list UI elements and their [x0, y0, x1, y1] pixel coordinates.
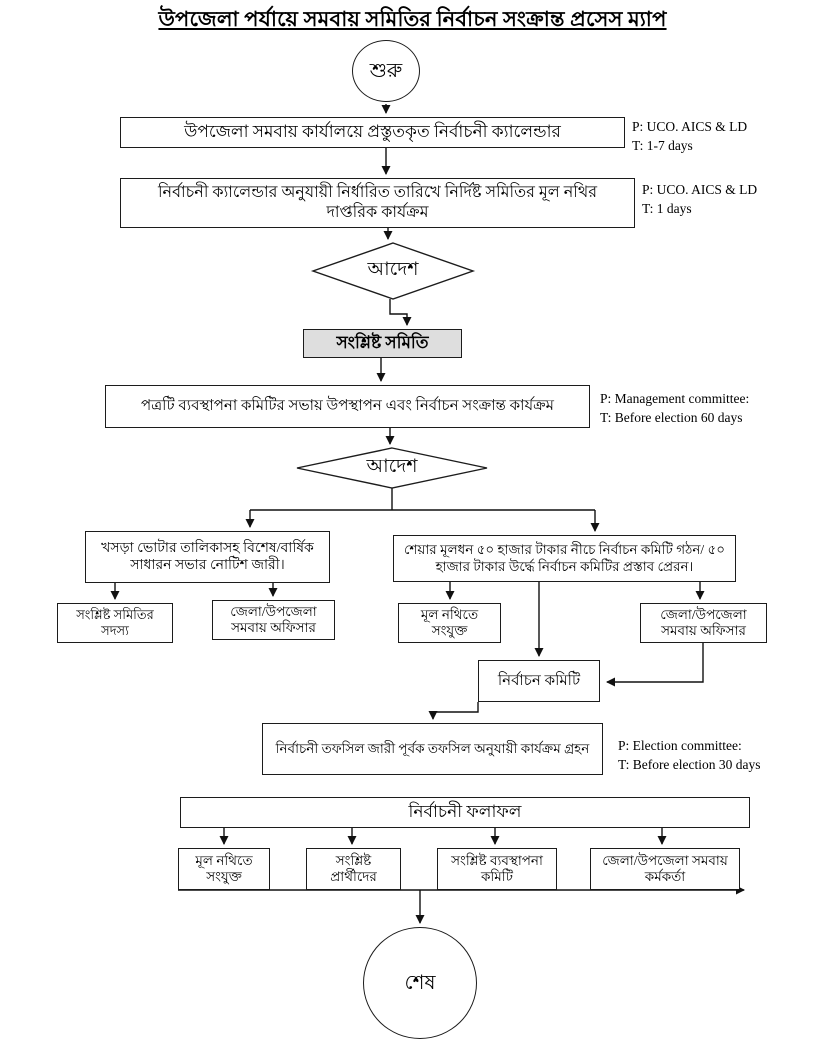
flow-box-related-society: সংশ্লিষ্ট সমিতি — [303, 329, 462, 358]
flow-box-result-coop-officer: জেলা/উপজেলা সমবায় কর্মকর্তা — [590, 848, 740, 890]
annotation-time: T: Before election 30 days — [618, 756, 761, 772]
annotation-schedule: P: UCO. AICS & LD T: 1 days — [642, 181, 757, 219]
connector-officer-to-committee — [606, 643, 704, 687]
flow-box-result-main-file: মূল নথিতে সংযুক্ত — [178, 848, 270, 890]
decision-order2-shape — [296, 447, 488, 489]
decision-order1-label: আদেশ — [367, 259, 419, 280]
flow-box-share-capital: শেয়ার মূলধন ৫০ হাজার টাকার নীচে নির্বাচ… — [393, 535, 736, 582]
flow-box-coop-officer-left: জেলা/উপজেলা সমবায় অফিসার — [212, 600, 335, 640]
page-title: উপজেলা পর্যায়ে সমবায় সমিতির নির্বাচন স… — [158, 7, 667, 31]
annotation-time: T: 1 days — [642, 200, 692, 216]
annotation-time: T: 1-7 days — [632, 137, 693, 153]
flow-box-society-members: সংশ্লিষ্ট সমিতির সদস্য — [57, 603, 173, 643]
annotation-management-committee: P: Management committee: T: Before elect… — [600, 390, 749, 428]
flow-box-schedule-issue: নির্বাচনী তফসিল জারী পূর্বক তফসিল অনুযায… — [262, 723, 603, 775]
connector-committee-to-schedule-issue — [428, 702, 479, 720]
flow-box-result-candidates: সংশ্লিষ্ট প্রার্থীদের — [306, 848, 401, 890]
annotation-person: P: UCO. AICS & LD — [642, 182, 758, 197]
start-terminator: শুরু — [352, 40, 420, 102]
flow-box-attach-main-file: মূল নথিতে সংযুক্ত — [398, 603, 501, 643]
annotation-calendar: P: UCO. AICS & LD T: 1-7 days — [632, 118, 747, 156]
connector-order1-to-society — [389, 299, 412, 326]
annotation-election-committee: P: Election committee: T: Before electio… — [618, 737, 761, 775]
flow-box-election-committee: নির্বাচন কমিটি — [478, 660, 600, 702]
annotation-person: P: Election committee: — [618, 738, 742, 753]
annotation-person: P: UCO. AICS & LD — [632, 119, 748, 134]
flow-box-election-results: নির্বাচনী ফলাফল — [180, 797, 750, 828]
decision-order1-shape — [310, 242, 476, 300]
flow-box-election-calendar: উপজেলা সমবায় কার্যালয়ে প্রস্তুতকৃত নির… — [120, 117, 625, 148]
flow-box-voter-notice: খসড়া ভোটার তালিকাসহ বিশেষ/বার্ষিক সাধার… — [85, 531, 330, 583]
annotation-person: P: Management committee: — [600, 391, 750, 406]
flow-box-coop-officer-right: জেলা/উপজেলা সমবায় অফিসার — [640, 603, 767, 643]
flow-box-schedule-activity: নির্বাচনী ক্যালেন্ডার অনুযায়ী নির্ধারিত… — [120, 178, 635, 228]
end-terminator: শেষ — [363, 927, 477, 1039]
annotation-time: T: Before election 60 days — [600, 409, 743, 425]
decision-order2-label: আদেশ — [366, 456, 418, 477]
flow-box-result-mgmt-committee: সংশ্লিষ্ট ব্যবস্থাপনা কমিটি — [437, 848, 557, 890]
flow-box-committee-presentation: পত্রটি ব্যবস্থাপনা কমিটির সভায় উপস্থাপন… — [105, 385, 590, 428]
